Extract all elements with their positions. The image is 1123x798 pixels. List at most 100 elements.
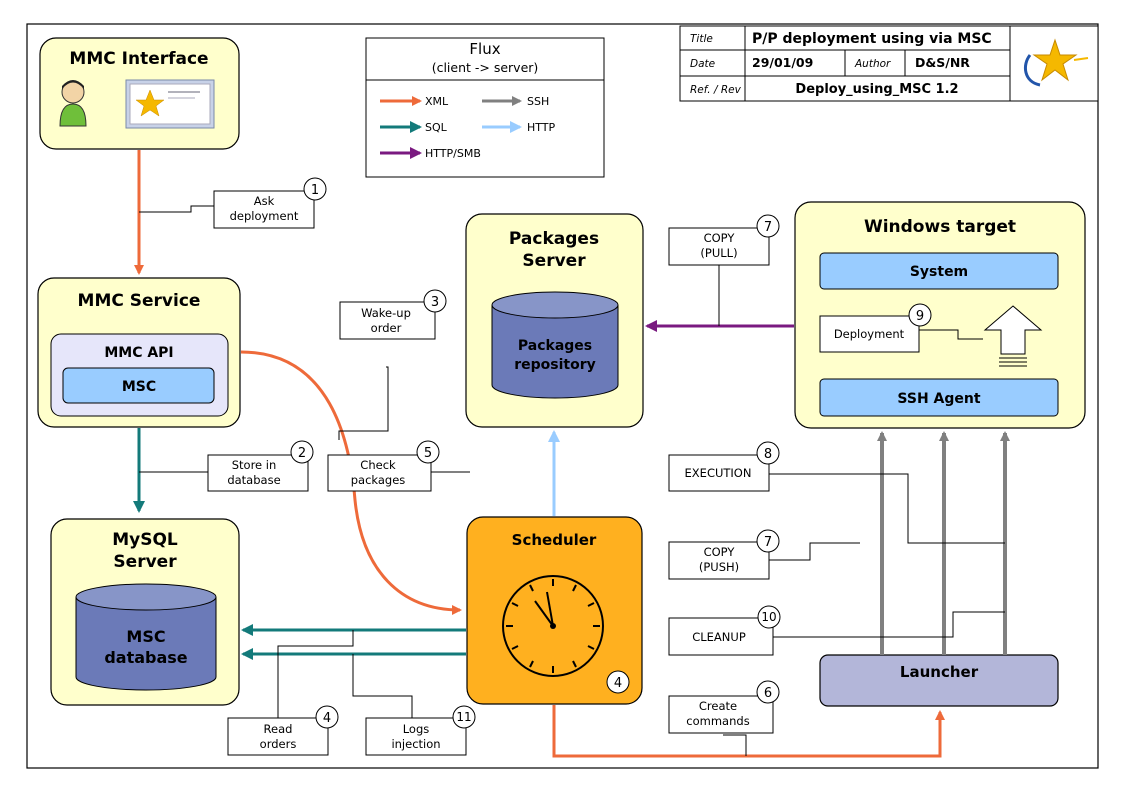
step-number: 9	[916, 309, 924, 324]
svg-text:Logs: Logs	[403, 722, 430, 736]
msc-db-label-2: database	[104, 648, 187, 667]
step-number: 6	[764, 686, 772, 701]
star-logo	[1023, 38, 1089, 87]
svg-text:CLEANUP: CLEANUP	[692, 630, 746, 644]
svg-text:order: order	[371, 321, 402, 335]
ssh-agent-label: SSH Agent	[897, 391, 980, 407]
svg-text:database: database	[227, 473, 280, 487]
step-number: 8	[764, 447, 772, 462]
step-wake-up-order: Wake-up order 3	[339, 289, 447, 340]
mmc-interface-title: MMC Interface	[69, 49, 208, 69]
scheduler-label: Scheduler	[512, 531, 597, 549]
svg-text:EXECUTION: EXECUTION	[685, 466, 752, 480]
svg-text:Ask: Ask	[254, 194, 275, 208]
clock-icon	[502, 575, 604, 677]
mmc-service-node: MMC Service MMC API MSC	[37, 277, 241, 428]
svg-text:packages: packages	[351, 473, 406, 487]
svg-text:Read: Read	[264, 722, 293, 736]
step-number: 7	[764, 220, 772, 235]
step-logs-injection: Logs injection 11	[365, 705, 476, 756]
svg-text:COPY: COPY	[704, 545, 736, 559]
date-key: Date	[690, 58, 715, 70]
up-arrow-icon	[983, 305, 1043, 367]
step-number: 4	[614, 676, 622, 691]
mmc-service-title: MMC Service	[78, 291, 201, 311]
deployment-box	[819, 315, 920, 353]
system-box	[819, 252, 1059, 290]
ref-value: Deploy_using_MSC 1.2	[795, 82, 958, 97]
svg-text:Check: Check	[360, 458, 396, 472]
callout-lines	[139, 205, 1005, 756]
step-cleanup: CLEANUP 10	[668, 605, 781, 656]
step-number: 11	[456, 710, 471, 724]
packages-repository-cylinder	[491, 291, 619, 399]
author-key: Author	[854, 58, 891, 70]
svg-text:COPY: COPY	[704, 231, 736, 245]
step-copy-push: COPY (PUSH) 7	[668, 529, 780, 580]
launcher-label: Launcher	[900, 663, 979, 681]
msc-database-cylinder	[75, 583, 217, 691]
screenshot-thumbnail-icon	[125, 79, 215, 129]
ssh-agent-box	[819, 378, 1059, 417]
author-value: D&S/NR	[915, 55, 970, 70]
title-key: Title	[690, 33, 713, 45]
svg-text:Wake-up: Wake-up	[361, 306, 411, 320]
step-ask-deployment: Ask deployment 1	[213, 177, 327, 229]
legend-sql: SQL	[425, 121, 448, 134]
packages-server-title-1: Packages	[509, 229, 599, 249]
msc-db-label-1: MSC	[126, 627, 165, 646]
flow-arrows	[133, 150, 1010, 758]
step-deployment-9: 9	[908, 303, 932, 327]
step-number: 4	[323, 711, 331, 726]
msc-box	[62, 367, 215, 404]
legend-ssh: SSH	[527, 95, 549, 108]
packages-server-node: Packages Server Packages repository	[465, 213, 644, 428]
legend-http: HTTP	[527, 121, 556, 134]
step-number: 5	[424, 446, 432, 461]
step-read-orders: Read orders 4	[227, 705, 339, 756]
step-execution: EXECUTION 8	[668, 441, 780, 492]
svg-text:injection: injection	[391, 737, 440, 751]
step-number: 7	[764, 535, 772, 550]
legend-xml: XML	[425, 95, 449, 108]
legend-subtitle: (client -> server)	[432, 60, 539, 75]
svg-text:deployment: deployment	[230, 209, 299, 223]
step-number: 10	[761, 610, 776, 624]
packages-repo-label-1: Packages	[518, 338, 592, 354]
deployment-label: Deployment	[834, 327, 905, 341]
legend-http-smb: HTTP/SMB	[425, 147, 481, 160]
user-icon	[59, 80, 87, 127]
header-table: Title P/P deployment using via MSC Date …	[679, 25, 1099, 102]
step-check-packages: Check packages 5	[327, 440, 440, 492]
windows-target-node: Windows target System SSH Agent Deployme…	[794, 201, 1086, 429]
mmc-interface-node: MMC Interface	[39, 37, 240, 150]
legend: Flux (client -> server) XML SSH SQL HTTP…	[365, 37, 605, 178]
mysql-server-node: MySQL Server MSC database	[50, 518, 240, 706]
mysql-title-2: Server	[113, 552, 177, 572]
step-number: 1	[311, 183, 319, 198]
svg-text:Create: Create	[699, 699, 737, 713]
packages-server-title-2: Server	[522, 251, 586, 271]
msc-label: MSC	[122, 379, 156, 395]
windows-target-title: Windows target	[864, 217, 1016, 237]
launcher-node: Launcher	[819, 654, 1059, 707]
ref-key: Ref. / Rev	[690, 84, 742, 96]
scheduler-node: Scheduler	[466, 516, 643, 705]
legend-title: Flux	[469, 40, 500, 58]
step-number: 3	[431, 295, 439, 310]
step-scheduler-4: 4	[606, 670, 630, 694]
svg-text:Store in: Store in	[232, 458, 277, 472]
page-frame	[26, 23, 1099, 769]
mmc-api-label: MMC API	[104, 345, 173, 361]
step-copy-pull: COPY (PULL) 7	[668, 214, 780, 266]
date-value: 29/01/09	[752, 55, 813, 70]
svg-text:(PUSH): (PUSH)	[699, 560, 739, 574]
step-number: 2	[298, 446, 306, 461]
title-value: P/P deployment using via MSC	[752, 31, 992, 47]
mysql-title-1: MySQL	[112, 530, 178, 550]
step-store-in-database: Store in database 2	[207, 440, 314, 492]
svg-text:(PULL): (PULL)	[700, 246, 737, 260]
system-label: System	[910, 264, 968, 280]
step-create-commands: Create commands 6	[668, 680, 780, 734]
